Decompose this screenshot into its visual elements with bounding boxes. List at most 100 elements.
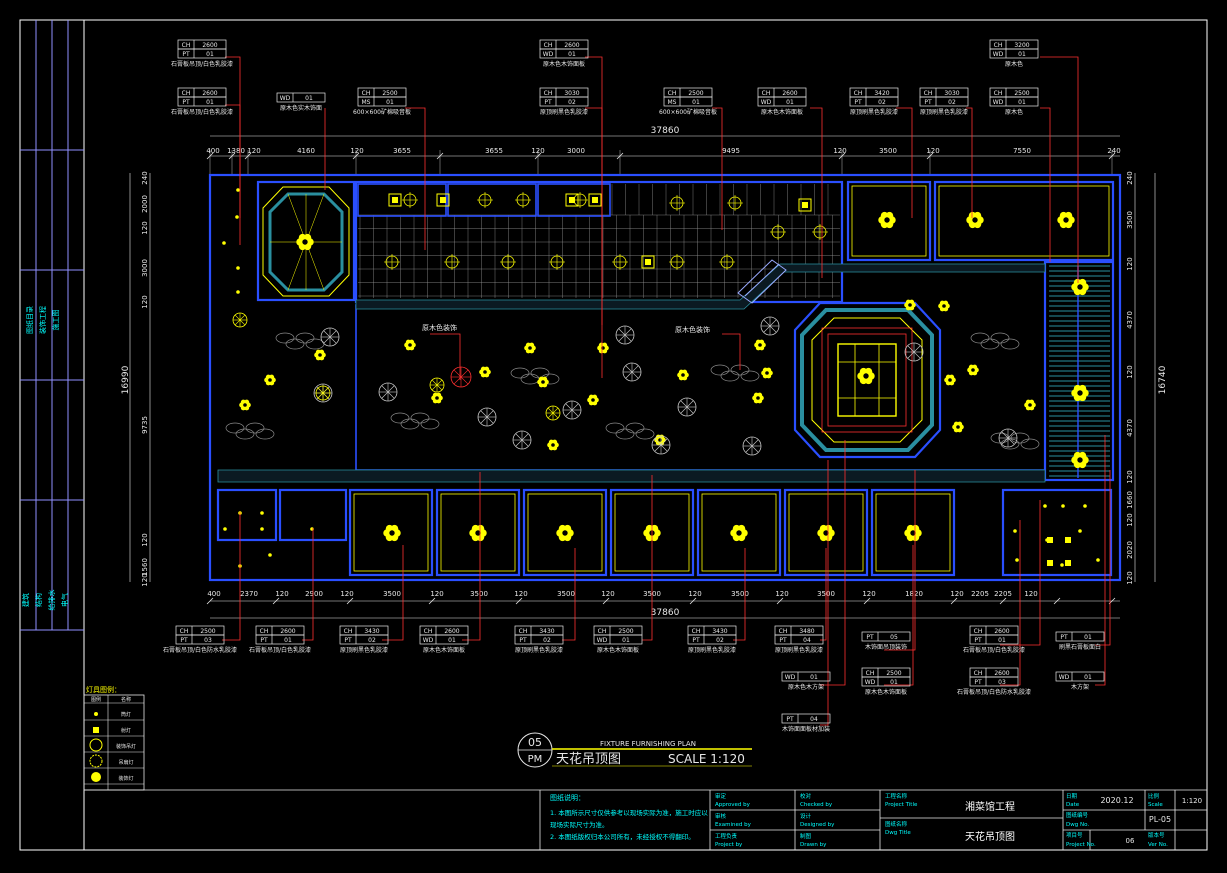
down-light <box>1061 504 1065 508</box>
decorative-pendant-light <box>761 367 773 379</box>
right-total-dimension: 16740 <box>1158 365 1168 394</box>
notes-title: 图纸说明： <box>550 793 585 802</box>
tag-code: WD <box>761 99 772 106</box>
tag-description: 原顶刷黑色乳胶漆 <box>540 108 588 116</box>
tag-code: PT <box>182 51 190 58</box>
square-down-light <box>1047 560 1053 566</box>
ceiling-fan-light <box>677 397 697 417</box>
top-dim-3: 4160 <box>297 147 315 155</box>
tag-value: 01 <box>1084 674 1092 681</box>
down-light <box>260 527 264 531</box>
ceiling-fan-light <box>315 385 331 401</box>
legend-row-4: 装饰灯 <box>118 775 133 782</box>
tag-code: PT <box>692 637 700 644</box>
right-dim-3: 4370 <box>1126 311 1134 329</box>
right-dim-6: 120 <box>1126 470 1134 483</box>
tag-code: PT <box>786 716 794 723</box>
top-dim-10: 120 <box>833 147 846 155</box>
tag-value: 01 <box>305 95 313 102</box>
tag-description: 原顶刷黑色乳胶漆 <box>340 646 388 654</box>
decorative-pendant-light <box>966 211 984 229</box>
bottom-dim-9: 3500 <box>557 590 575 598</box>
tag-code: PT <box>924 99 932 106</box>
tag-code: WD <box>1059 674 1070 681</box>
tag-value: 2600 <box>280 628 295 635</box>
top-dim-7: 120 <box>531 147 544 155</box>
tag-value: 02 <box>716 637 724 644</box>
tag-value: 01 <box>206 99 214 106</box>
top-dim-0: 400 <box>206 147 219 155</box>
tag-code: PT <box>974 637 982 644</box>
tag-description: 原顶刷黑色乳胶漆 <box>850 108 898 116</box>
top-total-dimension: 37860 <box>651 126 680 136</box>
ceiling-fan-light <box>320 327 340 347</box>
ceiling-fan-light <box>477 407 497 427</box>
right-dim-0: 240 <box>1126 171 1134 184</box>
note-line-0: 1. 本图所示尺寸仅供参考以现场实际为准，施工时应以 <box>550 808 708 817</box>
tag-description: 原顶刷黑色乳胶漆 <box>515 646 563 654</box>
decorative-pendant-light <box>314 349 326 361</box>
plan-code: PM <box>528 754 543 765</box>
spot-light <box>477 192 493 208</box>
tb-dwgno_cn: 图纸编号 <box>1066 811 1089 819</box>
down-light <box>260 511 264 515</box>
tag-description: 石膏板吊顶/白色防水乳胶漆 <box>163 646 237 654</box>
tag-description: 原木色木饰面板 <box>597 646 639 654</box>
tag-value: 01 <box>1018 51 1026 58</box>
room-label-arch: 原木色装饰 <box>675 325 710 334</box>
ceiling-fan-light <box>545 405 561 421</box>
tag-code: CH <box>182 90 191 97</box>
central-octagon-ceiling-feature <box>793 301 942 459</box>
tag-value: 2500 <box>382 90 397 97</box>
tb-manager_en: Project by <box>715 842 743 848</box>
tag-code: CH <box>974 628 983 635</box>
tb-projno_en: Project No. <box>1066 842 1096 848</box>
square-grille-light <box>588 193 602 207</box>
decorative-pendant-light <box>479 366 491 378</box>
tb-scale_cn: 比例 <box>1148 792 1160 800</box>
decorative-pendant-light <box>817 524 835 542</box>
ceiling-fan-light <box>562 400 582 420</box>
plan-title-cn: 天花吊顶图 <box>556 751 621 767</box>
tag-code: CH <box>994 90 1003 97</box>
tag-code: PT <box>344 637 352 644</box>
down-light <box>1015 558 1019 562</box>
tag-value: 3030 <box>564 90 579 97</box>
project-number-value: 06 <box>1126 837 1135 845</box>
decorative-pendant-light <box>1057 211 1075 229</box>
tag-description: 原木色木方架 <box>788 683 824 691</box>
left-dim-6: 120 <box>141 533 149 546</box>
decorative-pendant-light <box>677 369 689 381</box>
tag-description: 石膏板吊顶/白色乳胶漆 <box>249 646 311 654</box>
tag-code: WD <box>993 51 1004 58</box>
bottom-total-dimension: 37860 <box>651 608 680 618</box>
bottom-dim-3: 2900 <box>305 590 323 598</box>
tag-value: 01 <box>622 637 630 644</box>
tag-value: 2500 <box>200 628 215 635</box>
tag-code: MS <box>668 99 677 106</box>
tag-value: 01 <box>284 637 292 644</box>
tag-code: PT <box>182 99 190 106</box>
left-dim-5: 9735 <box>141 416 149 434</box>
room-label-left: 原木色装饰 <box>422 323 457 332</box>
top-dim-9: 9495 <box>722 147 740 155</box>
tag-code: PT <box>866 634 874 641</box>
tb-examined_cn: 审核 <box>715 812 727 820</box>
spot-light <box>500 254 516 270</box>
date-value: 2020.12 <box>1100 796 1133 805</box>
ceiling-panel-frames <box>353 185 1110 572</box>
ceiling-fan-light <box>998 428 1018 448</box>
light-fixtures <box>222 188 1100 568</box>
